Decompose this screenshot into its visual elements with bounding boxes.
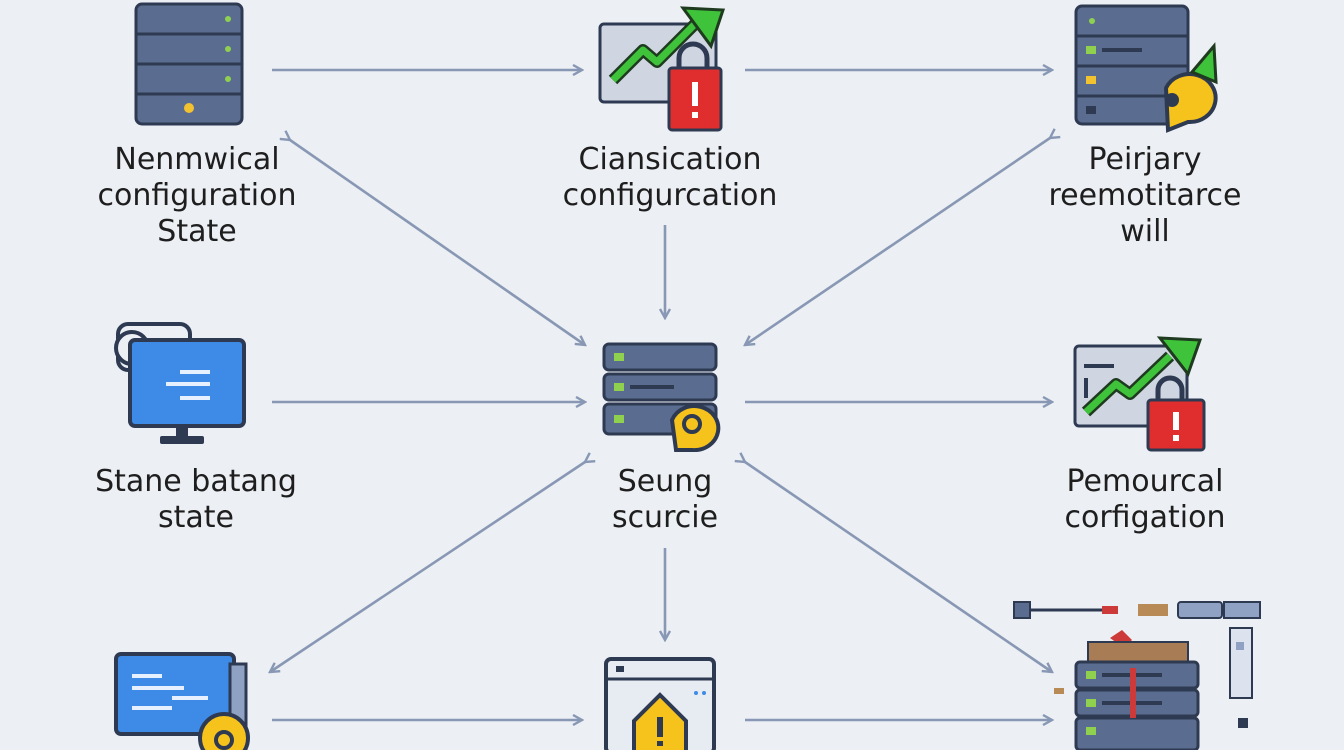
window-warning-icon — [604, 657, 716, 750]
node-label-mid-right: Pemourcal corfigation — [1064, 464, 1226, 535]
node-label-top-left: Nenmwical configuration State — [97, 142, 297, 249]
node-label-mid-left: Stane batang state — [95, 464, 297, 535]
server-shield-icon — [602, 342, 721, 452]
edge-center-to-bottom-left — [270, 462, 585, 672]
growth-chart-lock-icon — [1073, 336, 1206, 452]
server-rack-network-icon — [1013, 601, 1261, 750]
edge-top-right-to-center — [745, 138, 1050, 345]
server-stack-icon — [134, 2, 244, 126]
node-label-center: Seung scurcie — [611, 464, 719, 535]
edge-top-left-to-center — [290, 140, 585, 345]
monitor-code-icon — [114, 322, 246, 444]
node-label-top-center: Ciansication configurcation — [562, 142, 778, 213]
server-shield-icon — [1074, 4, 1218, 133]
monitor-shield-icon — [114, 652, 250, 750]
edge-center-to-bottom-right — [745, 462, 1052, 672]
growth-chart-lock-icon — [598, 6, 726, 132]
node-label-top-right: Peirjary reemotitarce will — [1048, 142, 1242, 249]
